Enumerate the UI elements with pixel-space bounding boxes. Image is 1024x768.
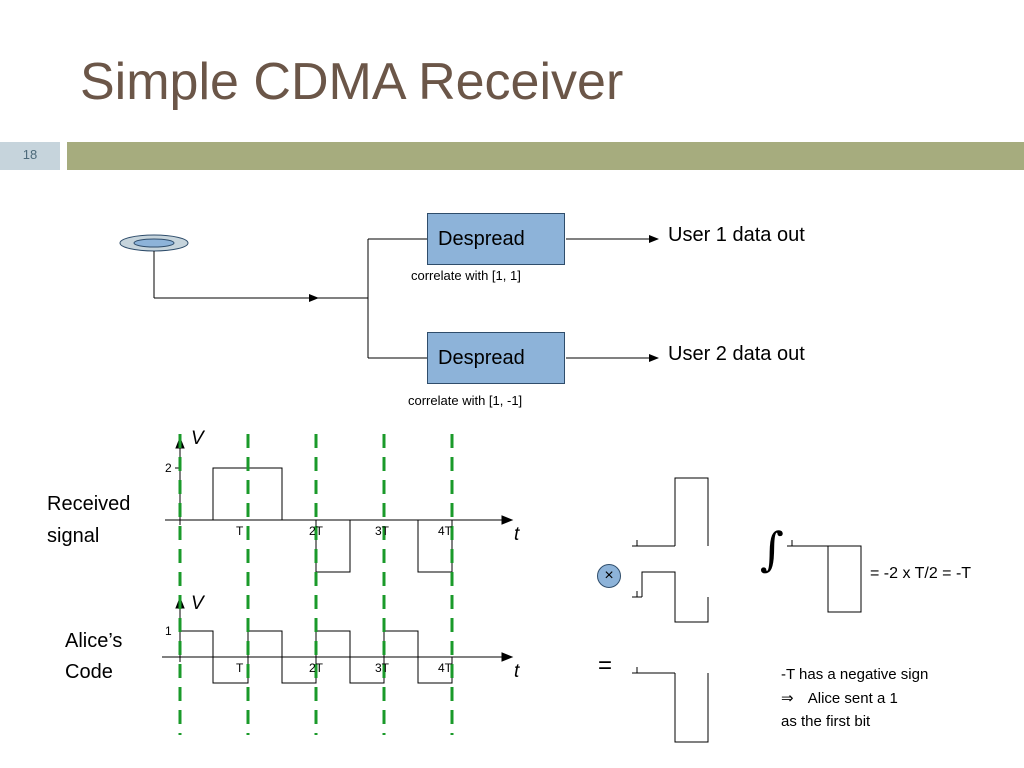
received-x-tick: T bbox=[236, 524, 244, 538]
code-axis-t: t bbox=[514, 661, 520, 682]
correlate-label-user1: correlate with [1, 1] bbox=[411, 268, 521, 283]
conclusion-line1: -T has a negative sign bbox=[781, 666, 929, 683]
period-markers bbox=[178, 434, 454, 735]
math-code-piece bbox=[632, 571, 709, 623]
conclusion-line2-text: Alice sent a 1 bbox=[807, 690, 898, 707]
slide-number: 18 bbox=[22, 147, 38, 162]
received-axis-v: V bbox=[191, 428, 204, 449]
output-label-user2: User 2 data out bbox=[668, 343, 805, 365]
accent-bar bbox=[67, 142, 1024, 170]
conclusion-line2: ⇒ Alice sent a 1 bbox=[781, 689, 898, 707]
math-integral-piece bbox=[787, 540, 862, 613]
received-y-tick: 2 bbox=[165, 461, 172, 475]
alice-code-plot bbox=[162, 596, 514, 684]
correlate-label-user2: correlate with [1, -1] bbox=[408, 393, 523, 408]
conclusion-line3: as the first bit bbox=[781, 713, 871, 730]
despread-box-user1: Despread bbox=[427, 213, 565, 265]
received-x-tick: 2T bbox=[309, 524, 324, 538]
math-received-piece bbox=[632, 477, 709, 547]
implies-icon: ⇒ bbox=[781, 690, 794, 707]
equals-symbol: = bbox=[598, 652, 613, 679]
received-signal-plot bbox=[165, 436, 514, 573]
code-label-line1: Alice’s bbox=[65, 630, 123, 652]
received-x-tick: 3T bbox=[375, 524, 390, 538]
output-label-user1: User 1 data out bbox=[668, 224, 805, 246]
received-label-line1: Received bbox=[47, 493, 131, 515]
code-label-line2: Code bbox=[65, 661, 113, 683]
multiply-icon: × bbox=[597, 564, 621, 588]
slide-title: Simple CDMA Receiver bbox=[80, 53, 624, 111]
code-x-tick: 2T bbox=[309, 661, 324, 675]
code-x-tick: 3T bbox=[375, 661, 390, 675]
received-x-tick: 4T bbox=[438, 524, 453, 538]
slide-number-box bbox=[0, 142, 60, 170]
despread-box-user2: Despread bbox=[427, 332, 565, 384]
integral-icon: ∫ bbox=[760, 522, 784, 576]
code-x-tick: 4T bbox=[438, 661, 453, 675]
received-axis-t: t bbox=[514, 524, 520, 545]
code-axis-v: V bbox=[191, 593, 204, 614]
code-y-tick: 1 bbox=[165, 624, 172, 638]
code-x-tick: T bbox=[236, 661, 244, 675]
integral-result: = -2 x T/2 = -T bbox=[870, 565, 972, 582]
received-label-line2: signal bbox=[47, 525, 100, 547]
math-product-piece bbox=[632, 667, 709, 743]
